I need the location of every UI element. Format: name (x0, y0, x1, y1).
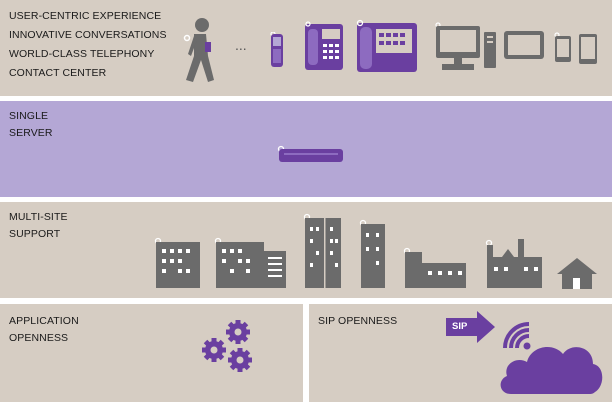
desktop-computer-icon (434, 22, 498, 72)
band-multisite: MULTI-SITE SUPPORT (0, 202, 612, 298)
experience-title: USER-CENTRIC EXPERIENCE INNOVATIVE CONVE… (9, 7, 167, 83)
experience-line-3: WORLD-CLASS TELEPHONY (9, 48, 155, 60)
sip-title: SIP OPENNESS (318, 313, 397, 330)
desk-phone-icon (304, 21, 344, 71)
application-title: APPLICATION OPENNESS (9, 313, 79, 347)
wide-building-icon (214, 237, 288, 289)
tablet-icon (503, 30, 545, 60)
multisite-line-2: SUPPORT (9, 228, 61, 240)
experience-line-4: CONTACT CENTER (9, 67, 107, 79)
server-appliance-icon (276, 145, 346, 163)
conference-phone-icon (356, 19, 418, 73)
server-line-2: SERVER (9, 127, 53, 139)
band-experience: USER-CENTRIC EXPERIENCE INNOVATIVE CONVE… (0, 0, 612, 96)
application-line-1: APPLICATION (9, 315, 79, 327)
band-server: SINGLE SERVER (0, 101, 612, 197)
multisite-line-1: MULTI-SITE (9, 211, 68, 223)
office-building-icon (154, 237, 202, 289)
panel-application-openness: APPLICATION OPENNESS (0, 304, 303, 402)
application-line-2: OPENNESS (9, 332, 69, 344)
walking-person-icon (180, 16, 218, 84)
server-title: SINGLE SERVER (9, 108, 53, 142)
experience-line-1: USER-CENTRIC EXPERIENCE (9, 10, 162, 22)
experience-line-2: INNOVATIVE CONVERSATIONS (9, 29, 167, 41)
multisite-title: MULTI-SITE SUPPORT (9, 209, 68, 243)
low-building-icon (402, 247, 468, 289)
ellipsis: ... (235, 37, 247, 53)
house-icon (556, 256, 598, 290)
factory-icon (484, 237, 544, 289)
sip-line-1: SIP OPENNESS (318, 315, 398, 327)
wifi-icon (501, 320, 533, 350)
tower-building-icon (302, 213, 344, 289)
cloud-icon (497, 336, 605, 396)
panel-sip-openness: SIP OPENNESS SIP (309, 304, 612, 402)
mobile-handset-icon (270, 32, 284, 68)
gears-icon (200, 318, 260, 376)
arrow-icon (445, 310, 497, 344)
slim-tower-icon (358, 219, 386, 289)
smartphone-icon (553, 32, 601, 66)
sip-arrow-label: SIP (452, 321, 468, 332)
server-line-1: SINGLE (9, 110, 49, 122)
